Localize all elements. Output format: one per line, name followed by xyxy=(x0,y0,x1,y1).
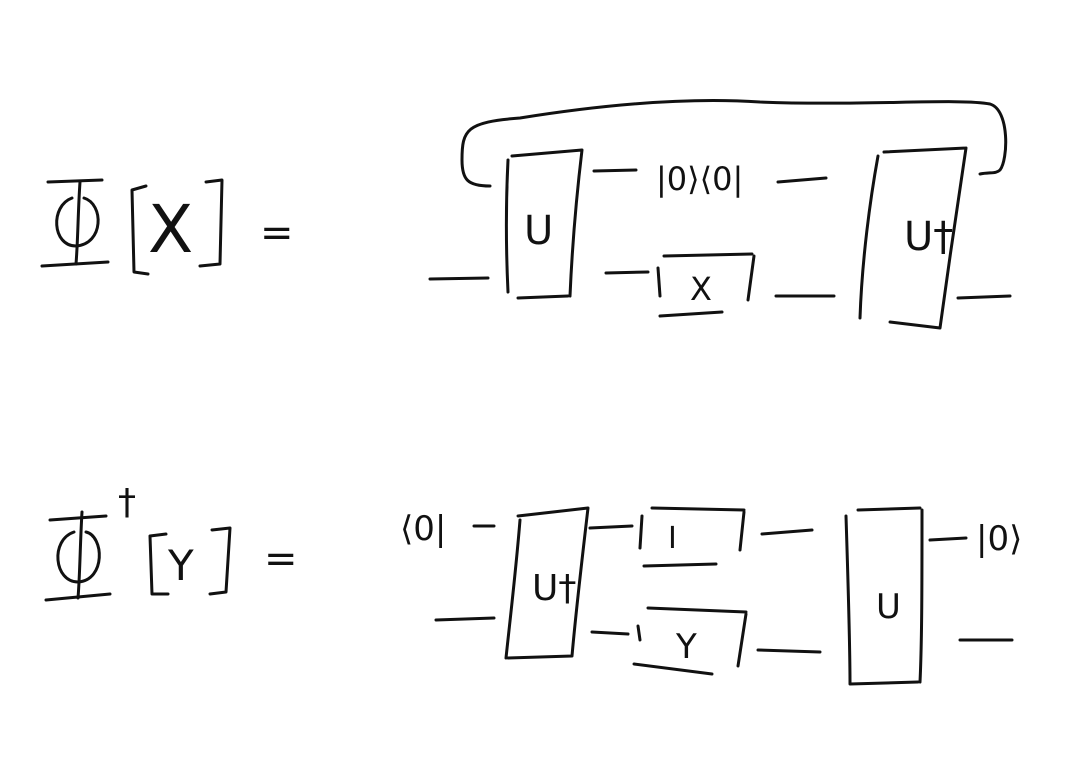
eq2-lhs: † Y = xyxy=(44,482,298,602)
eq1-input-wire xyxy=(428,276,490,281)
eq1-box-x-label: X xyxy=(690,270,712,308)
eq1-gate-left-label: U xyxy=(524,208,553,254)
eq1-argument: X xyxy=(148,191,193,268)
eq2-bottom-input-wire xyxy=(434,616,496,622)
eq2-gate-right-box xyxy=(844,506,924,686)
equation-1: X = U |0⟩⟨0| X U† xyxy=(40,99,1012,330)
eq2-bottom-wire-b xyxy=(756,648,822,654)
eq2-gate-right-label: U xyxy=(876,587,901,627)
eq2-phi-symbol xyxy=(44,510,112,602)
eq2-box-i-label: I xyxy=(668,521,677,556)
eq1-gate-right-box xyxy=(858,146,968,330)
eq1-bottom-wire-a xyxy=(604,270,650,275)
eq1-right-bracket xyxy=(198,178,224,268)
eq1-top-wire-a xyxy=(592,168,638,173)
eq1-trace-loop xyxy=(460,99,1008,188)
eq2-superscript: † xyxy=(118,482,136,523)
eq1-gate-right-label: U† xyxy=(904,214,953,260)
eq2-top-wire-b xyxy=(760,528,814,536)
equation-2: † Y = ⟨0| U† I Y xyxy=(44,482,1022,686)
eq1-box-x xyxy=(656,252,756,318)
eq2-gate-left-label: U† xyxy=(532,568,576,609)
eq1-equals: = xyxy=(260,210,294,256)
eq2-left-bracket xyxy=(148,532,170,596)
eq1-phi-symbol xyxy=(40,178,110,268)
eq1-top-wire-label: |0⟩⟨0| xyxy=(656,160,743,198)
eq2-input-bra: ⟨0| xyxy=(400,509,446,549)
eq1-gate-left-box xyxy=(505,148,584,300)
eq2-box-i xyxy=(638,506,746,568)
eq2-right-bracket xyxy=(208,526,232,596)
eq2-top-wire-a xyxy=(588,524,634,530)
eq2-top-output-wire xyxy=(928,536,968,542)
eq2-argument: Y xyxy=(167,541,194,590)
eq1-left-bracket xyxy=(130,184,150,276)
eq2-output-ket: |0⟩ xyxy=(976,519,1022,559)
eq2-bottom-wire-a xyxy=(590,630,630,636)
eq2-box-y-label: Y xyxy=(675,627,697,667)
eq2-box-y xyxy=(632,606,748,676)
eq1-output-wire xyxy=(956,294,1012,300)
eq2-circuit: ⟨0| U† I Y U |0⟩ xyxy=(400,506,1022,686)
eq1-top-wire-b xyxy=(776,176,828,184)
eq1-circuit: U |0⟩⟨0| X U† xyxy=(428,99,1012,330)
eq1-lhs: X = xyxy=(40,178,294,276)
eq2-gate-left-box xyxy=(504,506,590,660)
eq2-equals: = xyxy=(264,536,298,582)
